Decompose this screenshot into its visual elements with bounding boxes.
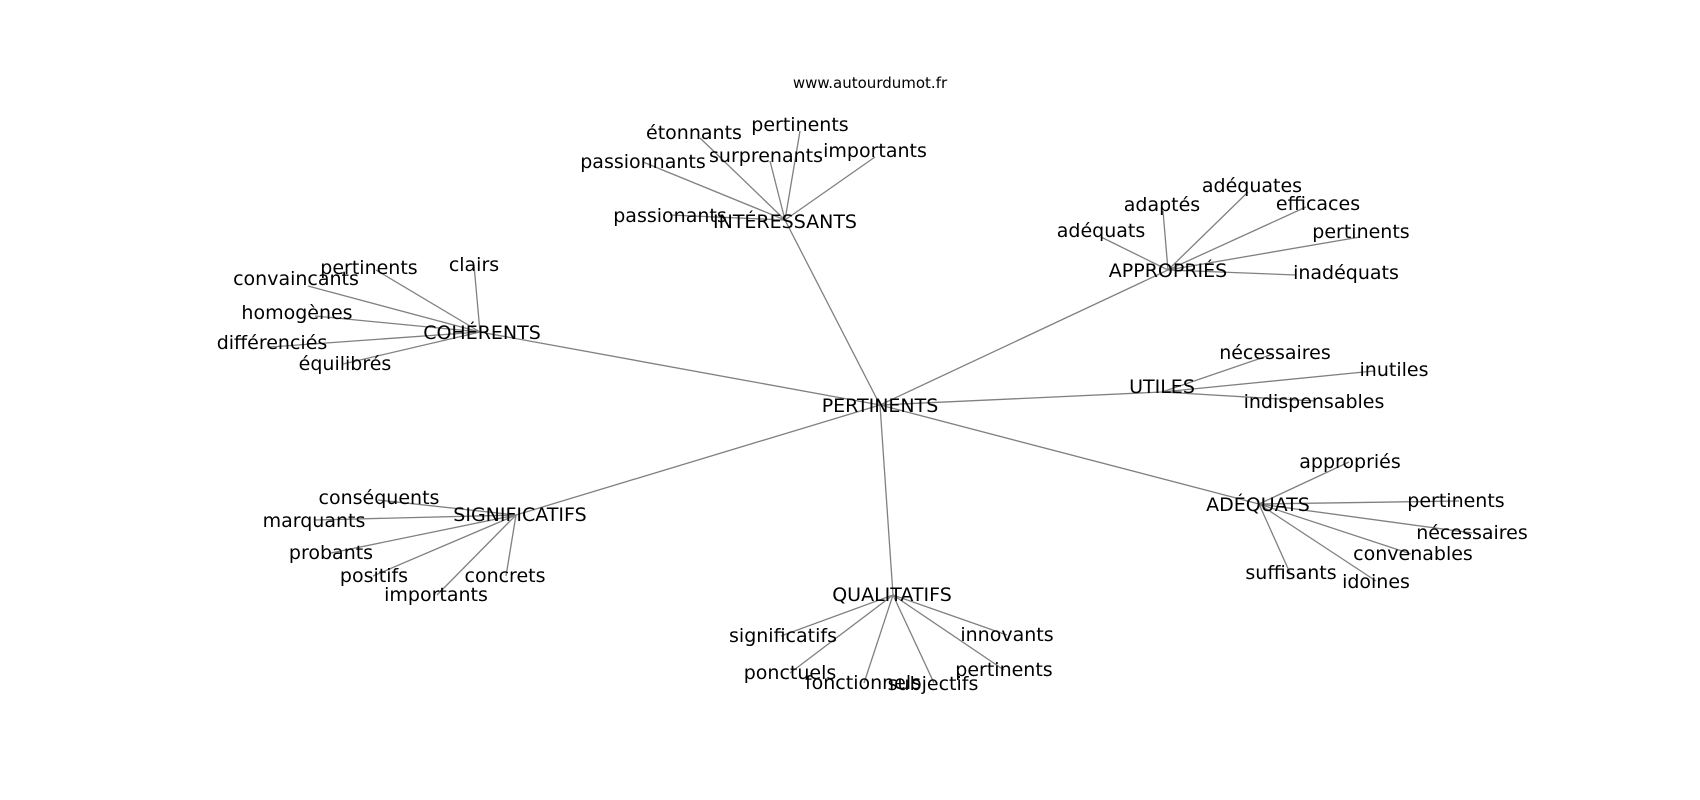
leaf-word[interactable]: significatifs [729, 625, 837, 647]
leaf-word[interactable]: pertinents [751, 114, 848, 136]
edge-hub-to-leaf [784, 130, 801, 221]
leaf-word[interactable]: ponctuels [744, 662, 837, 684]
edge-hub-to-leaf [863, 594, 894, 684]
edge-hub-to-leaf [1161, 353, 1274, 393]
edge-hub-to-leaf [892, 594, 1008, 636]
leaf-word[interactable]: positifs [340, 565, 408, 587]
edge-hub-to-leaf [314, 514, 517, 521]
edge-hub-to-leaf [669, 214, 786, 221]
edge-hub-to-leaf [505, 514, 517, 577]
leaf-word[interactable]: nécessaires [1416, 522, 1528, 544]
leaf-word[interactable]: différenciés [217, 332, 328, 354]
leaf-word[interactable]: marquants [263, 510, 366, 532]
leaf-word[interactable]: adéquates [1202, 175, 1302, 197]
leaf-word[interactable]: pertinents [320, 257, 417, 279]
edge-hub-to-leaf [1258, 500, 1460, 505]
center-word[interactable]: PERTINENTS [822, 395, 939, 417]
edge-center-to-hub [515, 404, 881, 516]
edge-hub-to-leaf [1258, 503, 1412, 555]
edge-hub-to-leaf [1167, 269, 1297, 276]
leaf-word[interactable]: nécessaires [1219, 342, 1331, 364]
leaf-word[interactable]: suffisants [1245, 562, 1336, 584]
edge-hub-to-leaf [1258, 503, 1473, 534]
leaf-word[interactable]: équilibrés [299, 353, 392, 375]
edge-hub-to-leaf [642, 161, 786, 221]
leaf-word[interactable]: étonnants [646, 122, 742, 144]
edge-hub-to-leaf [1100, 236, 1169, 271]
leaf-word[interactable]: clairs [449, 254, 499, 276]
edge-hub-to-leaf [1161, 370, 1375, 393]
leaf-word[interactable]: probants [289, 542, 373, 564]
edge-hub-to-leaf [307, 285, 481, 333]
leaf-word[interactable]: pertinents [1407, 490, 1504, 512]
source-credit[interactable]: www.autourdumot.fr [793, 74, 948, 92]
leaf-word[interactable]: inadéquats [1293, 262, 1399, 284]
edge-hub-to-leaf [1167, 236, 1361, 271]
leaf-word[interactable]: concrets [465, 565, 546, 587]
leaf-word[interactable]: convaincants [233, 268, 359, 290]
edge-hub-to-leaf [1167, 191, 1249, 271]
edge-hub-to-leaf [330, 514, 517, 554]
edge-hub-to-leaf [1162, 210, 1169, 271]
leaf-word[interactable]: indispensables [1244, 391, 1385, 413]
edge-hub-to-leaf [1167, 206, 1307, 271]
leaf-word[interactable]: passionnants [580, 151, 706, 173]
leaf-word[interactable]: idoines [1342, 571, 1410, 593]
edge-hub-to-leaf [314, 315, 481, 333]
leaf-word[interactable]: surprenants [709, 145, 823, 167]
edge-hub-to-leaf [769, 160, 786, 221]
edge-hub-to-leaf [375, 269, 481, 333]
edge-hub-to-leaf [784, 156, 876, 221]
cluster-hub-word[interactable]: QUALITATIFS [832, 584, 952, 606]
leaf-word[interactable]: passionants [613, 205, 726, 227]
edge-hub-to-leaf [780, 594, 894, 637]
cluster-hub-word[interactable]: SIGNIFICATIFS [453, 504, 586, 526]
edge-center-to-hub [879, 391, 1163, 406]
leaf-word[interactable]: inutiles [1360, 359, 1429, 381]
leaf-word[interactable]: convenables [1353, 543, 1473, 565]
edge-hub-to-leaf [269, 331, 481, 348]
leaf-word[interactable]: subjectifs [888, 673, 979, 695]
leaf-word[interactable]: pertinents [955, 659, 1052, 681]
edge-hub-to-leaf [377, 499, 517, 516]
edge-hub-to-leaf [699, 137, 786, 221]
edge-center-to-hub [479, 331, 881, 406]
leaf-word[interactable]: conséquents [319, 487, 440, 509]
edge-hub-to-leaf [1161, 391, 1315, 402]
cluster-hub-word[interactable]: COHÉRENTS [423, 321, 541, 344]
cluster-hub-word[interactable]: INTÉRESSANTS [713, 210, 857, 233]
edge-hub-to-leaf [1258, 503, 1291, 574]
edge-center-to-hub [879, 404, 894, 596]
graph-labels: www.autourdumot.fr PERTINENTS étonnants p… [217, 74, 1528, 695]
edge-center-to-hub [784, 219, 881, 406]
leaf-word[interactable]: innovants [960, 624, 1053, 646]
edge-hub-to-leaf [473, 264, 481, 333]
leaf-word[interactable]: homogènes [241, 302, 352, 324]
cluster-hub-word[interactable]: APPROPRIÉS [1109, 259, 1227, 282]
cluster-hub-word[interactable]: UTILES [1129, 376, 1195, 398]
edge-hub-to-leaf [1258, 461, 1350, 505]
edge-hub-to-leaf [1258, 503, 1377, 582]
edge-center-to-hub [879, 269, 1169, 406]
graph-edges [269, 130, 1473, 684]
cluster-hub-word[interactable]: ADÉQUATS [1206, 493, 1310, 516]
leaf-word[interactable]: fonctionnels [805, 672, 921, 694]
leaf-word[interactable]: adéquats [1057, 220, 1146, 242]
leaf-word[interactable]: adaptés [1124, 194, 1200, 216]
edge-center-to-hub [879, 404, 1260, 505]
leaf-word[interactable]: importants [384, 584, 488, 606]
leaf-word[interactable]: appropriés [1299, 451, 1401, 473]
edge-hub-to-leaf [342, 331, 481, 365]
edge-hub-to-leaf [372, 514, 517, 577]
leaf-word[interactable]: importants [823, 140, 927, 162]
edge-hub-to-leaf [892, 594, 935, 684]
edge-hub-to-leaf [892, 594, 1005, 671]
leaf-word[interactable]: efficaces [1276, 193, 1360, 215]
leaf-word[interactable]: pertinents [1312, 221, 1409, 243]
edge-hub-to-leaf [789, 594, 894, 674]
edge-hub-to-leaf [436, 514, 517, 596]
